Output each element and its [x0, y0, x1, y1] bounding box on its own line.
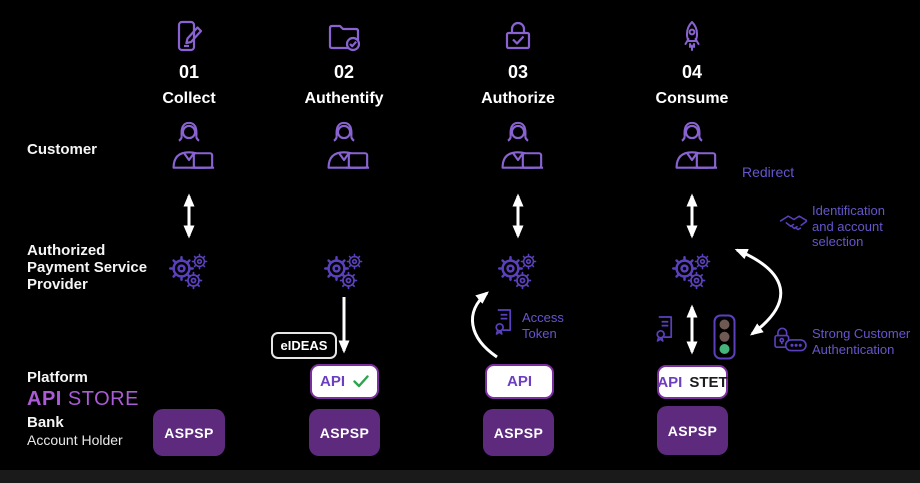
- provider-line-2: Payment Service: [27, 259, 148, 276]
- woman-laptop-icon: [162, 118, 216, 175]
- traffic-light-icon: [713, 314, 736, 360]
- rocket-icon: [684, 21, 700, 51]
- phone-edit-icon: [177, 20, 203, 52]
- arrow-redirect-sca-curve: [734, 248, 783, 336]
- certificate-icon: [492, 308, 515, 335]
- identification-line3: selection: [812, 234, 864, 249]
- lock-check-icon: [505, 21, 531, 50]
- api-label: API: [657, 373, 683, 391]
- identification-line2: and account: [812, 218, 883, 234]
- eideas-badge: eIDEAS: [271, 332, 337, 359]
- gears-icon: [323, 250, 367, 292]
- aspsp-box-authentify: ASPSP: [309, 409, 380, 456]
- aspsp-box-collect: ASPSP: [153, 409, 225, 456]
- check-icon: [353, 375, 369, 388]
- woman-laptop-icon: [491, 118, 545, 175]
- eideas-label: eIDEAS: [280, 338, 328, 353]
- api-box-authentify: API: [310, 364, 379, 399]
- platform-brand: API STORE: [27, 388, 139, 411]
- bottom-bar: [0, 470, 920, 483]
- aspsp-label: ASPSP: [319, 424, 370, 441]
- lane-label-provider: Authorized Payment Service Provider: [27, 242, 147, 293]
- sca-line1: Strong Customer: [812, 326, 911, 341]
- lane-label-customer: Customer: [27, 141, 98, 158]
- redirect-label: Redirect: [742, 164, 795, 180]
- woman-laptop-icon: [665, 118, 719, 175]
- api-label: API: [319, 373, 345, 390]
- identification-line1: Identification: [812, 203, 885, 218]
- step-number-2: 02: [333, 62, 355, 82]
- certificate-icon: [653, 315, 676, 342]
- brand-api: API: [27, 388, 62, 410]
- aspsp-label: ASPSP: [493, 424, 544, 441]
- lane-label-bank-sub: Account Holder: [27, 432, 123, 448]
- lane-label-bank: Bank: [27, 414, 64, 431]
- lock-password-icon: [774, 327, 807, 352]
- provider-line-3: Provider: [27, 276, 88, 293]
- step-label-authorize: Authorize: [481, 90, 555, 107]
- sca-line2: Authentication: [812, 341, 895, 357]
- aspsp-label: ASPSP: [164, 424, 214, 441]
- step-number-4: 04: [681, 62, 703, 82]
- folder-check-icon: [328, 24, 361, 52]
- step-label-consume: Consume: [655, 90, 729, 107]
- gears-icon: [168, 250, 212, 292]
- aspsp-box-authorize: ASPSP: [483, 409, 554, 456]
- access-token-line1: Access: [522, 310, 564, 325]
- gears-icon: [671, 250, 715, 292]
- api-stet-box: API STET: [657, 365, 728, 399]
- step-number-1: 01: [178, 62, 200, 82]
- aspsp-box-consume: ASPSP: [657, 406, 728, 455]
- step-label-authentify: Authentify: [304, 90, 384, 107]
- brand-store: STORE: [67, 388, 139, 410]
- access-token-line2: Token: [522, 325, 557, 341]
- api-label: API: [506, 373, 532, 390]
- woman-laptop-icon: [317, 118, 371, 175]
- api-box-authorize: API: [485, 364, 554, 399]
- access-token-label: Access Token: [522, 310, 564, 341]
- handshake-icon: [779, 215, 808, 231]
- aspsp-label: ASPSP: [667, 422, 718, 439]
- gears-icon: [497, 250, 541, 292]
- stet-label: STET: [689, 373, 728, 391]
- step-label-collect: Collect: [162, 90, 216, 107]
- sca-label: Strong Customer Authentication: [812, 326, 910, 357]
- lane-label-platform: Platform: [27, 369, 88, 386]
- step-number-3: 03: [507, 62, 529, 82]
- identification-label: Identification and account selection: [812, 203, 885, 250]
- provider-line-1: Authorized: [27, 242, 106, 259]
